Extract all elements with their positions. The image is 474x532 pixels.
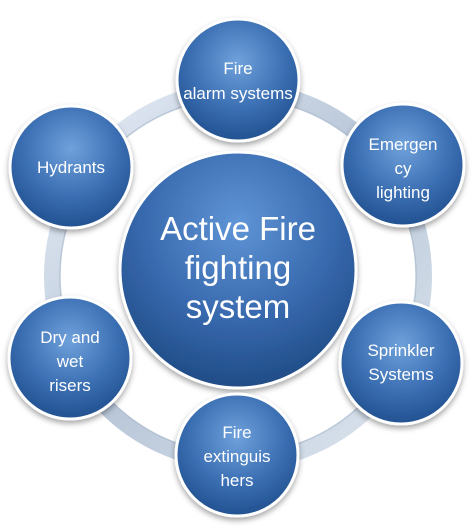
node-emergency-lighting-line-1: Emergen	[369, 135, 438, 154]
node-sprinkler-systems-line-1: Sprinkler	[367, 341, 434, 360]
center-node: Active Fire fighting system	[118, 150, 358, 390]
node-fire-extinguishers-line-3: hers	[220, 471, 253, 490]
node-fire-extinguishers: Fire extinguis hers	[174, 392, 300, 518]
node-fire-alarm-systems-line-2: alarm systems	[183, 84, 293, 103]
node-fire-extinguishers-line-2: extinguis	[203, 447, 270, 466]
center-label-line-2: fighting	[185, 249, 291, 286]
node-emergency-lighting: Emergen cy lighting	[340, 102, 466, 228]
node-fire-extinguishers-line-1: Fire	[222, 423, 251, 442]
node-sprinkler-systems-line-2: Systems	[368, 365, 433, 384]
node-dry-and-wet-risers-line-2: wet	[56, 352, 84, 371]
node-dry-and-wet-risers-line-3: risers	[49, 376, 91, 395]
node-dry-and-wet-risers-line-1: Dry and	[40, 328, 100, 347]
center-label-line-1: Active Fire	[160, 210, 316, 247]
node-emergency-lighting-line-2: cy	[395, 159, 413, 178]
node-hydrants: Hydrants	[8, 104, 134, 230]
center-label-line-3: system	[186, 288, 291, 325]
node-hydrants-line-1: Hydrants	[37, 158, 105, 177]
node-sprinkler-systems: Sprinkler Systems	[338, 300, 464, 426]
node-dry-and-wet-risers: Dry and wet risers	[7, 295, 133, 421]
node-fire-alarm-systems: Fire alarm systems	[175, 17, 301, 143]
node-fire-alarm-systems-line-1: Fire	[223, 59, 252, 78]
node-emergency-lighting-line-3: lighting	[376, 183, 430, 202]
